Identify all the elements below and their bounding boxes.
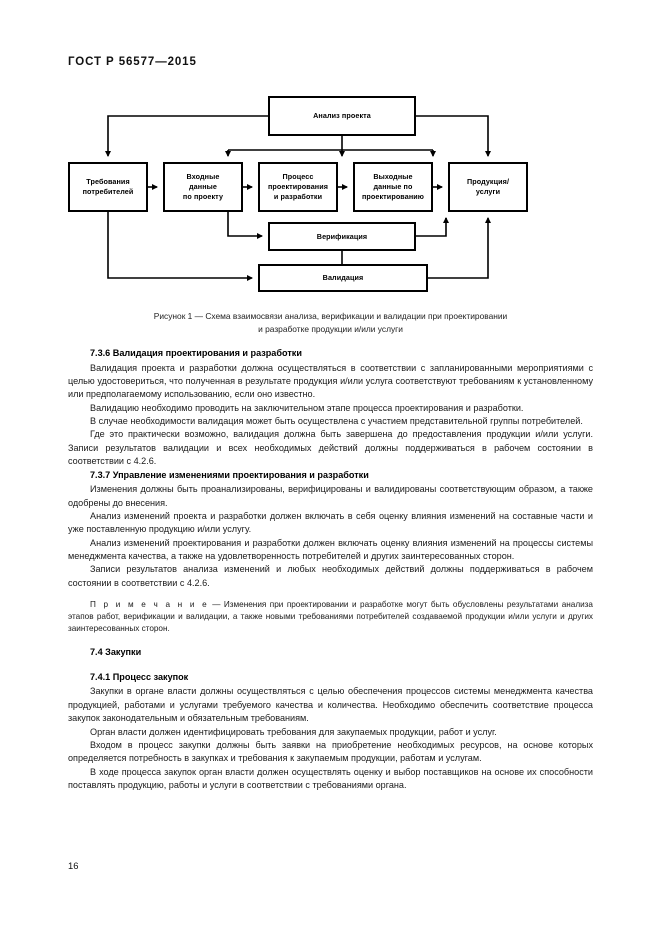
diagram-box-design-input: Входные данные по проекту — [163, 162, 243, 212]
document-body: 7.3.6 Валидация проектирования и разрабо… — [68, 347, 593, 792]
paragraph-7-3-7-2: Анализ изменений проекта и разработки до… — [68, 510, 593, 535]
paragraph-7-3-6-1: Валидация проекта и разработки должна ос… — [68, 362, 593, 400]
paragraph-7-3-7-4: Записи результатов анализа изменений и л… — [68, 564, 593, 588]
page-number: 16 — [68, 860, 79, 871]
note-label: П р и м е ч а н и е — [90, 600, 209, 610]
paragraph-7-4-1-4: В ходе процесса закупок орган власти дол… — [68, 766, 593, 790]
figure-caption-line-2: и разработке продукции и/или услуги — [258, 324, 403, 335]
paragraph-7-3-6-3: В случае необходимости валидация может б… — [90, 416, 583, 427]
paragraph-7-3-7-3: Анализ изменений проектирования и разраб… — [68, 537, 593, 561]
paragraph-7-3-6-2: Валидацию необходимо проводить на заключ… — [90, 402, 524, 413]
heading-7-4: 7.4 Закупки — [90, 647, 142, 658]
heading-7-3-6: 7.3.6 Валидация проектирования и разрабо… — [90, 348, 302, 358]
note-paragraph: П р и м е ч а н и е — Изменения при прое… — [68, 599, 593, 635]
paragraph-7-4-1-3: Входом в процесс закупки должны быть зая… — [68, 739, 593, 764]
paragraph-7-4-1-1: Закупки в органе власти должны осуществл… — [68, 686, 593, 724]
diagram-box-customer-requirements: Требования потребителей — [68, 162, 148, 212]
diagram-box-analysis: Анализ проекта — [268, 96, 416, 136]
diagram-box-design-output: Выходные данные по проектированию — [353, 162, 433, 212]
note-text: — Изменения при проектировании и разрабо… — [68, 600, 593, 634]
paragraph-7-3-6-4: Где это практически возможно, валидация … — [68, 429, 593, 467]
figure-1-diagram: Анализ проекта Требования потребителей В… — [68, 96, 593, 301]
diagram-box-verification: Верификация — [268, 222, 416, 251]
diagram-box-product-service: Продукция/ услуги — [448, 162, 528, 212]
heading-7-4-1: 7.4.1 Процесс закупок — [90, 671, 189, 682]
figure-1-caption: Рисунок 1 — Схема взаимосвязи анализа, в… — [68, 310, 593, 336]
diagram-connectors — [68, 96, 593, 301]
diagram-box-validation: Валидация — [258, 264, 428, 292]
page-header-standard-id: ГОСТ Р 56577—2015 — [68, 56, 197, 68]
heading-7-3-7: 7.3.7 Управление изменениями проектирова… — [90, 469, 369, 480]
paragraph-7-4-1-2: Орган власти должен идентифицировать тре… — [90, 726, 497, 737]
paragraph-7-3-7-1: Изменения должны быть проанализированы, … — [68, 484, 593, 508]
diagram-box-design-process: Процесс проектирования и разработки — [258, 162, 338, 212]
figure-caption-line-1: Рисунок 1 — Схема взаимосвязи анализа, в… — [153, 311, 508, 321]
